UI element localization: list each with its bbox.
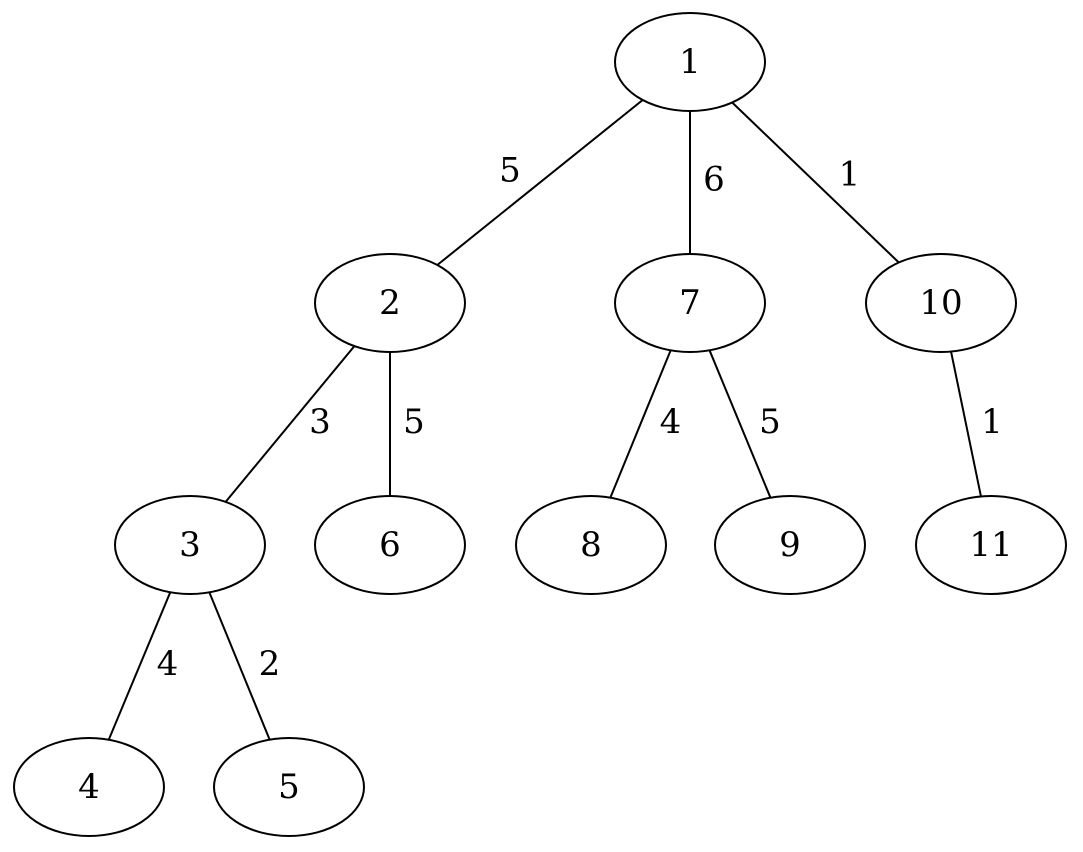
node-ellipse	[515, 495, 667, 595]
edge-line	[436, 99, 644, 266]
node-ellipse	[614, 12, 766, 112]
node-ellipse	[13, 737, 165, 837]
node-ellipse	[314, 495, 466, 595]
node-4: 4	[13, 737, 165, 837]
node-label: 6	[379, 525, 401, 565]
edge-line	[609, 349, 672, 499]
node-label: 5	[278, 767, 300, 807]
edge-weight-label: 4	[157, 644, 179, 684]
node-7: 7	[614, 253, 766, 353]
node-5: 5	[213, 737, 365, 837]
node-1: 1	[614, 12, 766, 112]
node-ellipse	[714, 495, 866, 595]
node-label: 11	[969, 525, 1012, 565]
node-3: 3	[114, 495, 266, 595]
node-label: 1	[679, 42, 701, 82]
node-ellipse	[314, 253, 466, 353]
node-label: 2	[379, 283, 401, 323]
node-ellipse	[213, 737, 365, 837]
edge-7-8: 4	[609, 349, 682, 499]
edge-weight-label: 5	[499, 151, 521, 191]
edge-line	[208, 591, 271, 741]
edge-weight-label: 1	[839, 155, 861, 195]
edge-2-3: 3	[224, 345, 356, 503]
node-11: 11	[915, 495, 1067, 595]
edge-weight-label: 4	[660, 402, 682, 442]
node-label: 10	[919, 283, 962, 323]
node-ellipse	[614, 253, 766, 353]
edge-weight-label: 3	[309, 402, 331, 442]
node-label: 8	[580, 525, 602, 565]
edges-layer: 5 6 1 3 5 4 5 1 4 2	[107, 99, 1003, 741]
edge-line	[950, 351, 982, 497]
node-ellipse	[915, 495, 1067, 595]
edge-line	[708, 349, 772, 499]
edge-7-9: 5	[708, 349, 781, 499]
node-2: 2	[314, 253, 466, 353]
edge-weight-label: 1	[981, 402, 1003, 442]
edge-line	[107, 591, 172, 741]
edge-weight-label: 5	[403, 402, 425, 442]
edge-line	[224, 345, 356, 503]
node-10: 10	[865, 253, 1017, 353]
edge-10-11: 1	[950, 351, 1003, 497]
edge-weight-label: 6	[703, 160, 725, 200]
edge-1-2: 5	[436, 99, 644, 266]
node-label: 4	[78, 767, 100, 807]
edge-3-5: 2	[208, 591, 281, 741]
edge-3-4: 4	[107, 591, 179, 741]
edge-1-7: 6	[689, 111, 725, 254]
node-ellipse	[865, 253, 1017, 353]
node-6: 6	[314, 495, 466, 595]
node-9: 9	[714, 495, 866, 595]
edge-weight-label: 2	[259, 644, 281, 684]
edge-2-6: 5	[389, 352, 425, 496]
node-label: 7	[679, 283, 701, 323]
node-label: 9	[779, 525, 801, 565]
node-ellipse	[114, 495, 266, 595]
edge-weight-label: 5	[759, 402, 781, 442]
edge-1-10: 1	[731, 101, 900, 264]
node-8: 8	[515, 495, 667, 595]
edge-line	[731, 101, 900, 264]
node-label: 3	[179, 525, 201, 565]
